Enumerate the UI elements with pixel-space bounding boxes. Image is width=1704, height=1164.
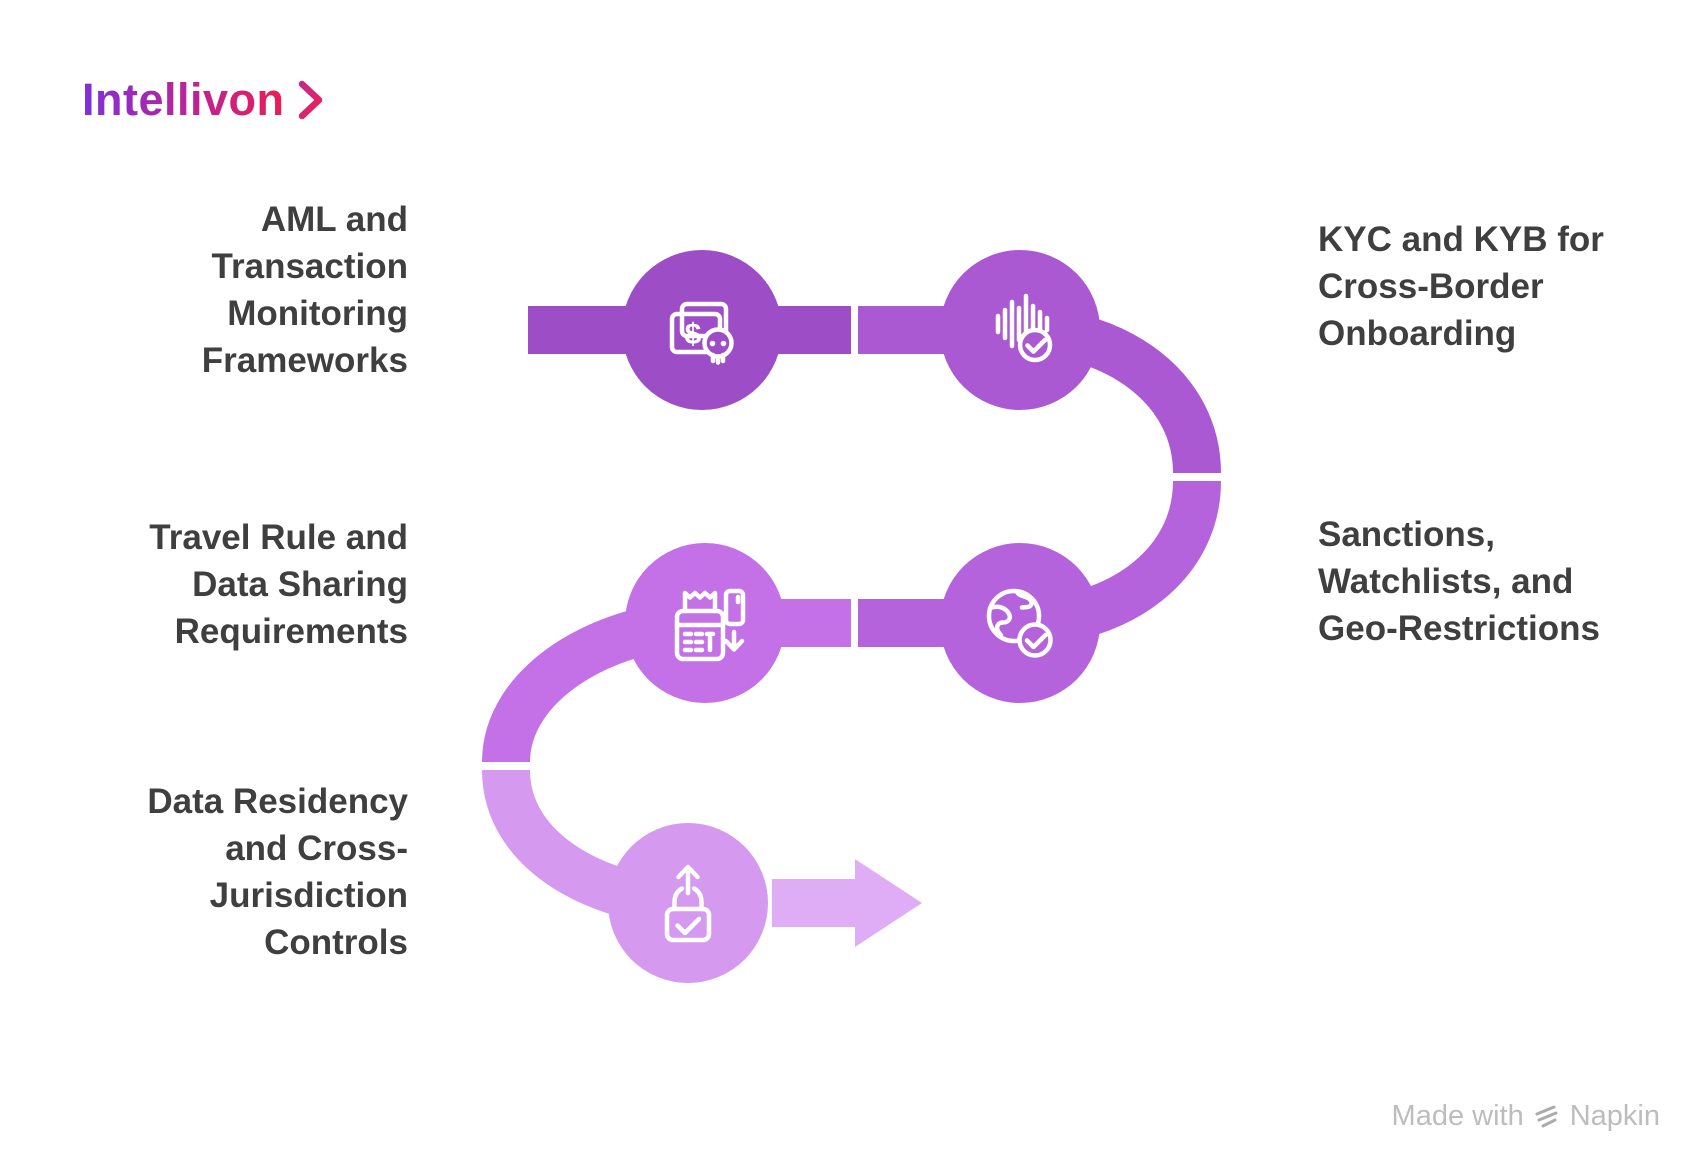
- label-line: Transaction: [211, 247, 408, 286]
- node-circle-sanctions: [940, 543, 1100, 703]
- label-line: Cross-Border: [1318, 267, 1544, 306]
- globe-check-icon: [986, 588, 1053, 658]
- flow-end-arrow: [772, 859, 922, 947]
- made-with-napkin-watermark: Made with Napkin: [1392, 1100, 1660, 1133]
- payment-terminal-card-icon: [674, 588, 746, 662]
- chevron-right-icon: [298, 80, 322, 120]
- label-line: Requirements: [174, 612, 408, 651]
- label-line: Onboarding: [1318, 314, 1517, 353]
- label-line: Geo-Restrictions: [1318, 609, 1600, 648]
- watermark-brand: Napkin: [1569, 1100, 1660, 1132]
- node-label-aml: AML and Transaction Monitoring Framework…: [58, 196, 408, 384]
- label-line: Data Residency: [147, 782, 408, 821]
- brand-logo: Intellivon: [82, 74, 327, 126]
- label-line: Monitoring: [227, 294, 408, 333]
- banknote-skull-icon: $: [669, 301, 734, 365]
- label-line: Controls: [264, 923, 408, 962]
- label-line: Sanctions,: [1318, 515, 1495, 554]
- label-line: Data Sharing: [192, 565, 408, 604]
- label-line: Jurisdiction: [209, 876, 408, 915]
- node-circle-aml: [622, 250, 782, 410]
- watermark-prefix: Made with: [1391, 1100, 1524, 1132]
- lock-check-upload-icon: [664, 864, 712, 943]
- napkin-stripes-icon: [1535, 1105, 1558, 1127]
- label-line: Watchlists, and: [1318, 562, 1574, 601]
- label-line: Frameworks: [201, 341, 408, 380]
- node-label-data-residency: Data Residency and Cross- Jurisdiction C…: [58, 778, 408, 966]
- node-label-sanctions: Sanctions, Watchlists, and Geo-Restricti…: [1318, 511, 1704, 652]
- node-circle-data-residency: [608, 823, 768, 983]
- logo-text: Intellivon: [82, 74, 285, 125]
- voice-waveform-check-icon: [995, 293, 1053, 363]
- label-line: AML and: [260, 200, 408, 239]
- label-line: and Cross-: [225, 829, 408, 868]
- node-label-kyc: KYC and KYB for Cross-Border Onboarding: [1318, 216, 1704, 357]
- label-line: KYC and KYB for: [1318, 220, 1604, 259]
- svg-text:$: $: [685, 318, 702, 351]
- node-label-travel-rule: Travel Rule and Data Sharing Requirement…: [58, 514, 408, 655]
- label-line: Travel Rule and: [149, 518, 408, 557]
